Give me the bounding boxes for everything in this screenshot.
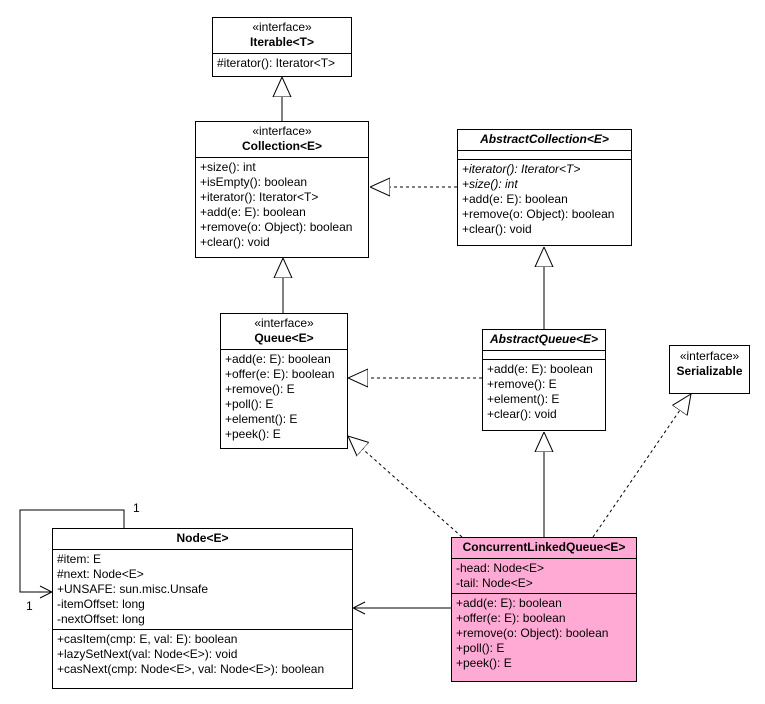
method-list: +add(e: E): boolean +offer(e: E): boolea… bbox=[452, 594, 636, 673]
attribute-row: +UNSAFE: sun.misc.Unsafe bbox=[57, 582, 209, 596]
method-row: +add(e: E): boolean bbox=[200, 205, 306, 219]
method-row: +remove(o: Object): boolean bbox=[462, 207, 615, 221]
method-row: +poll(): E bbox=[225, 397, 274, 411]
method-row: +add(e: E): boolean bbox=[456, 596, 562, 610]
method-row: +size(): int bbox=[200, 160, 256, 174]
class-name: Queue<E> bbox=[254, 331, 314, 345]
method-list: +size(): int +isEmpty(): boolean +iterat… bbox=[196, 158, 368, 252]
class-name: AbstractCollection<E> bbox=[480, 132, 609, 146]
attribute-list: #item: E #next: Node<E> +UNSAFE: sun.mis… bbox=[53, 550, 352, 630]
method-row: +size(): int bbox=[462, 177, 518, 191]
class-serializable[interactable]: «interface» Serializable bbox=[669, 345, 750, 394]
attribute-row: -head: Node<E> bbox=[456, 561, 545, 575]
method-row: #iterator(): Iterator<T> bbox=[217, 56, 336, 70]
method-list: +casItem(cmp: E, val: E): boolean +lazyS… bbox=[53, 630, 352, 679]
attribute-row: #next: Node<E> bbox=[57, 567, 144, 581]
attribute-row: -nextOffset: long bbox=[57, 612, 145, 626]
class-name: ConcurrentLinkedQueue<E> bbox=[462, 540, 626, 554]
method-row: +remove(o: Object): boolean bbox=[456, 626, 609, 640]
class-abstract-collection[interactable]: AbstractCollection<E> +iterator(): Itera… bbox=[457, 129, 632, 246]
class-name: Collection<E> bbox=[241, 139, 323, 153]
multiplicity-self-top: 1 bbox=[133, 501, 140, 515]
edge-clq-queue bbox=[348, 436, 463, 538]
class-queue[interactable]: «interface» Queue<E> +add(e: E): boolean… bbox=[220, 313, 348, 449]
method-row: +iterator(): Iterator<T> bbox=[200, 190, 319, 204]
method-row: +clear(): void bbox=[487, 407, 557, 421]
attribute-row: -itemOffset: long bbox=[57, 597, 145, 611]
method-row: +element(): E bbox=[487, 392, 560, 406]
multiplicity-self-left: 1 bbox=[26, 599, 33, 613]
method-row: +remove(o: Object): boolean bbox=[200, 220, 353, 234]
method-list: +iterator(): Iterator<T> +size(): int +a… bbox=[458, 160, 631, 239]
attribute-list: -head: Node<E> -tail: Node<E> bbox=[452, 559, 636, 594]
method-row: +offer(e: E): boolean bbox=[456, 611, 566, 625]
attribute-row: #item: E bbox=[57, 552, 102, 566]
method-row: +element(): E bbox=[225, 412, 298, 426]
stereotype-label: «interface» bbox=[252, 20, 312, 34]
class-iterable[interactable]: «interface» Iterable<T> #iterator(): Ite… bbox=[212, 17, 352, 77]
class-name: AbstractQueue<E> bbox=[489, 332, 599, 346]
method-row: +add(e: E): boolean bbox=[462, 192, 568, 206]
attribute-list bbox=[458, 151, 631, 160]
stereotype-label: «interface» bbox=[252, 124, 312, 138]
stereotype-label: «interface» bbox=[254, 316, 314, 330]
method-row: +clear(): void bbox=[462, 222, 532, 236]
class-collection[interactable]: «interface» Collection<E> +size(): int +… bbox=[195, 121, 369, 258]
method-row: +peek(): E bbox=[456, 656, 512, 670]
method-row: +casNext(cmp: Node<E>, val: Node<E>): bo… bbox=[57, 662, 325, 676]
method-list: +add(e: E): boolean +offer(e: E): boolea… bbox=[221, 350, 347, 444]
method-row: +clear(): void bbox=[200, 235, 270, 249]
stereotype-label: «interface» bbox=[679, 349, 740, 363]
method-row: +peek(): E bbox=[225, 427, 281, 441]
method-row: +add(e: E): boolean bbox=[225, 352, 331, 366]
method-row: +iterator(): Iterator<T> bbox=[462, 162, 581, 176]
class-node[interactable]: Node<E> #item: E #next: Node<E> +UNSAFE:… bbox=[52, 528, 353, 689]
method-list: +add(e: E): boolean +remove(): E +elemen… bbox=[483, 360, 605, 424]
method-row: +remove(): E bbox=[225, 382, 295, 396]
class-abstract-queue[interactable]: AbstractQueue<E> +add(e: E): boolean +re… bbox=[482, 329, 606, 431]
edge-node-self bbox=[19, 509, 125, 592]
class-name: Iterable<T> bbox=[249, 35, 315, 49]
class-concurrent-linked-queue[interactable]: ConcurrentLinkedQueue<E> -head: Node<E> … bbox=[451, 537, 637, 682]
method-row: +casItem(cmp: E, val: E): boolean bbox=[57, 632, 238, 646]
method-row: +add(e: E): boolean bbox=[487, 362, 593, 376]
attribute-list bbox=[483, 351, 605, 360]
method-row: +lazySetNext(val: Node<E>): void bbox=[57, 647, 238, 661]
method-row: +remove(): E bbox=[487, 377, 557, 391]
class-name: Node<E> bbox=[176, 531, 229, 545]
method-list: #iterator(): Iterator<T> bbox=[213, 54, 351, 73]
class-name: Serializable bbox=[676, 364, 743, 378]
attribute-row: -tail: Node<E> bbox=[456, 576, 533, 590]
method-row: +isEmpty(): boolean bbox=[200, 175, 308, 189]
edge-clq-serializable bbox=[592, 394, 691, 538]
method-row: +poll(): E bbox=[456, 641, 505, 655]
method-row: +offer(e: E): boolean bbox=[225, 367, 335, 381]
